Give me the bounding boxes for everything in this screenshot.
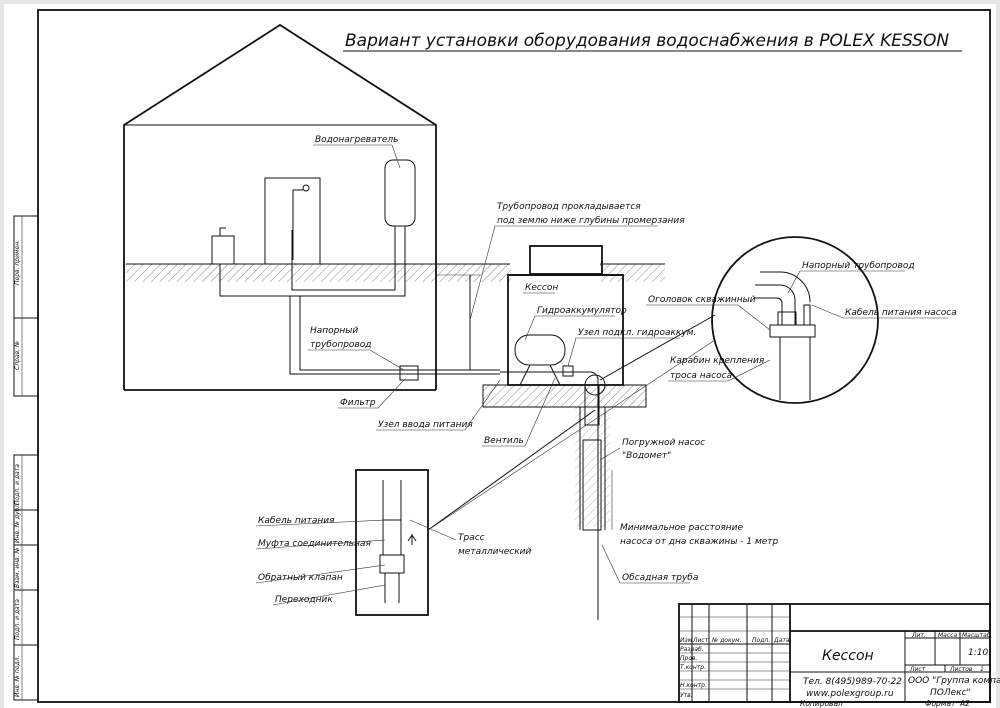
- caisson: [482, 245, 647, 620]
- label-water-heater: Водонагреватель: [315, 135, 398, 145]
- label-well-head: Оголовок скважинный: [648, 295, 756, 305]
- stamp-sign-date: Подп. и дата: [14, 464, 21, 505]
- filter-symbol: [399, 365, 419, 381]
- label-min-dist-2: насоса от дна скважины - 1 метр: [620, 537, 779, 547]
- label-caisson: Кессон: [525, 283, 558, 293]
- tb-sheets: Листов: [949, 666, 973, 673]
- label-accum-node: Узел подкл. гидроаккум.: [578, 328, 696, 338]
- tb-mass: Масса: [938, 632, 957, 639]
- wellhead-detail: [711, 236, 879, 404]
- stamp-orig-inv: Инв. № подл.: [14, 656, 21, 697]
- label-power-entry: Узел ввода питания: [378, 420, 473, 430]
- detail-marker: [584, 374, 606, 396]
- label-adapter: Переходник: [275, 595, 333, 605]
- stamp-dup-inv: Инв. № дубл.: [14, 502, 21, 543]
- well-pipe: [500, 371, 599, 620]
- tb-document-name: Кессон: [822, 648, 874, 664]
- label-pump-1: Погружной насос: [622, 438, 705, 448]
- stamp-first-use: Перв. примен.: [14, 240, 21, 285]
- tb-format: А2: [959, 699, 970, 708]
- tb-col-sheet: Лист: [692, 637, 709, 644]
- tb-role-ncontrol: Н.контр.: [680, 682, 707, 689]
- tb-col-doc-no: № докум.: [711, 637, 742, 644]
- tb-sheet: Лист: [909, 666, 926, 673]
- pump-detail-drawing: [379, 480, 417, 603]
- house-pipes: [219, 226, 500, 371]
- sink: [211, 235, 235, 265]
- tb-col-sign: Подп.: [752, 637, 770, 644]
- shower-icon: [292, 189, 303, 260]
- stamp-replace-inv: Взам. инв. №: [14, 547, 21, 588]
- tb-phone: Тел. 8(495)989-70-22: [803, 677, 902, 687]
- house: [123, 23, 500, 391]
- tb-copied: Копировал: [800, 699, 843, 708]
- tb-scale-label: Масштаб: [962, 632, 991, 639]
- label-pump-2: "Водомет": [622, 451, 671, 461]
- tb-lit: Лит.: [911, 632, 926, 639]
- label-carabiner-1: Карабин крепления: [670, 356, 765, 366]
- tb-col-date: Дата: [773, 637, 790, 644]
- tb-sheets-count: 1: [980, 666, 984, 673]
- tb-format-label: Формат: [925, 699, 956, 708]
- tb-role-approved: Утв.: [680, 692, 693, 699]
- side-stamps: Перв. примен. Справ. № Подп. и дата Инв.…: [13, 215, 39, 701]
- label-pressure-pipe-2: трубопровод: [310, 340, 371, 350]
- label-pipe-note-1: Трубопровод прокладывается: [497, 202, 641, 212]
- ground-right: [600, 264, 665, 282]
- arrow-up-icon: [407, 533, 417, 545]
- label-cable-2: металлический: [458, 547, 532, 557]
- tb-website: www.polexgroup.ru: [806, 689, 894, 699]
- label-accumulator: Гидроаккумулятор: [537, 306, 627, 316]
- sheet: [4, 4, 996, 708]
- accumulator-tank: [514, 334, 566, 366]
- pump-detail: [355, 469, 429, 616]
- label-min-dist-1: Минимальное расстояние: [620, 523, 744, 533]
- label-carabiner-2: троса насоса: [670, 371, 732, 381]
- label-pressure-pipe-1: Напорный: [310, 326, 358, 336]
- label-pump-cable: Кабель питания насоса: [845, 308, 957, 318]
- label-check-valve: Обратный клапан: [258, 573, 343, 583]
- label-pipe-note-2: под землю ниже глубины промерзания: [497, 216, 685, 226]
- tb-col-change: Изм: [680, 637, 693, 644]
- label-power-cable: Кабель питания: [258, 516, 335, 526]
- tb-scale: 1:10: [968, 648, 988, 658]
- tb-role-checker: Пров.: [680, 655, 698, 662]
- stamp-sign-date-2: Подп. и дата: [14, 599, 21, 640]
- tb-company-2: ПОЛекс": [930, 688, 971, 698]
- drawing-title: Вариант установки оборудования водоснабж…: [345, 31, 949, 51]
- stamp-ref-no: Справ. №: [14, 341, 21, 370]
- label-casing: Обсадная труба: [622, 573, 698, 583]
- label-filter: Фильтр: [340, 398, 376, 408]
- wellhead-drawing: [755, 271, 816, 400]
- label-cable-1: Трасс: [458, 533, 485, 543]
- label-coupling: Муфта соединительная: [258, 539, 371, 549]
- tb-role-tcontrol: Т.контр.: [680, 664, 706, 671]
- label-pressure-pipe-detail: Напорный трубопровод: [802, 261, 915, 271]
- water-heater-tank: [384, 159, 416, 227]
- title-block: [678, 603, 991, 703]
- tb-company-1: ООО "Группа компаний: [908, 676, 1000, 686]
- ground-house: [126, 264, 511, 282]
- tb-role-developer: Разраб.: [680, 646, 704, 653]
- label-valve: Вентиль: [484, 436, 524, 446]
